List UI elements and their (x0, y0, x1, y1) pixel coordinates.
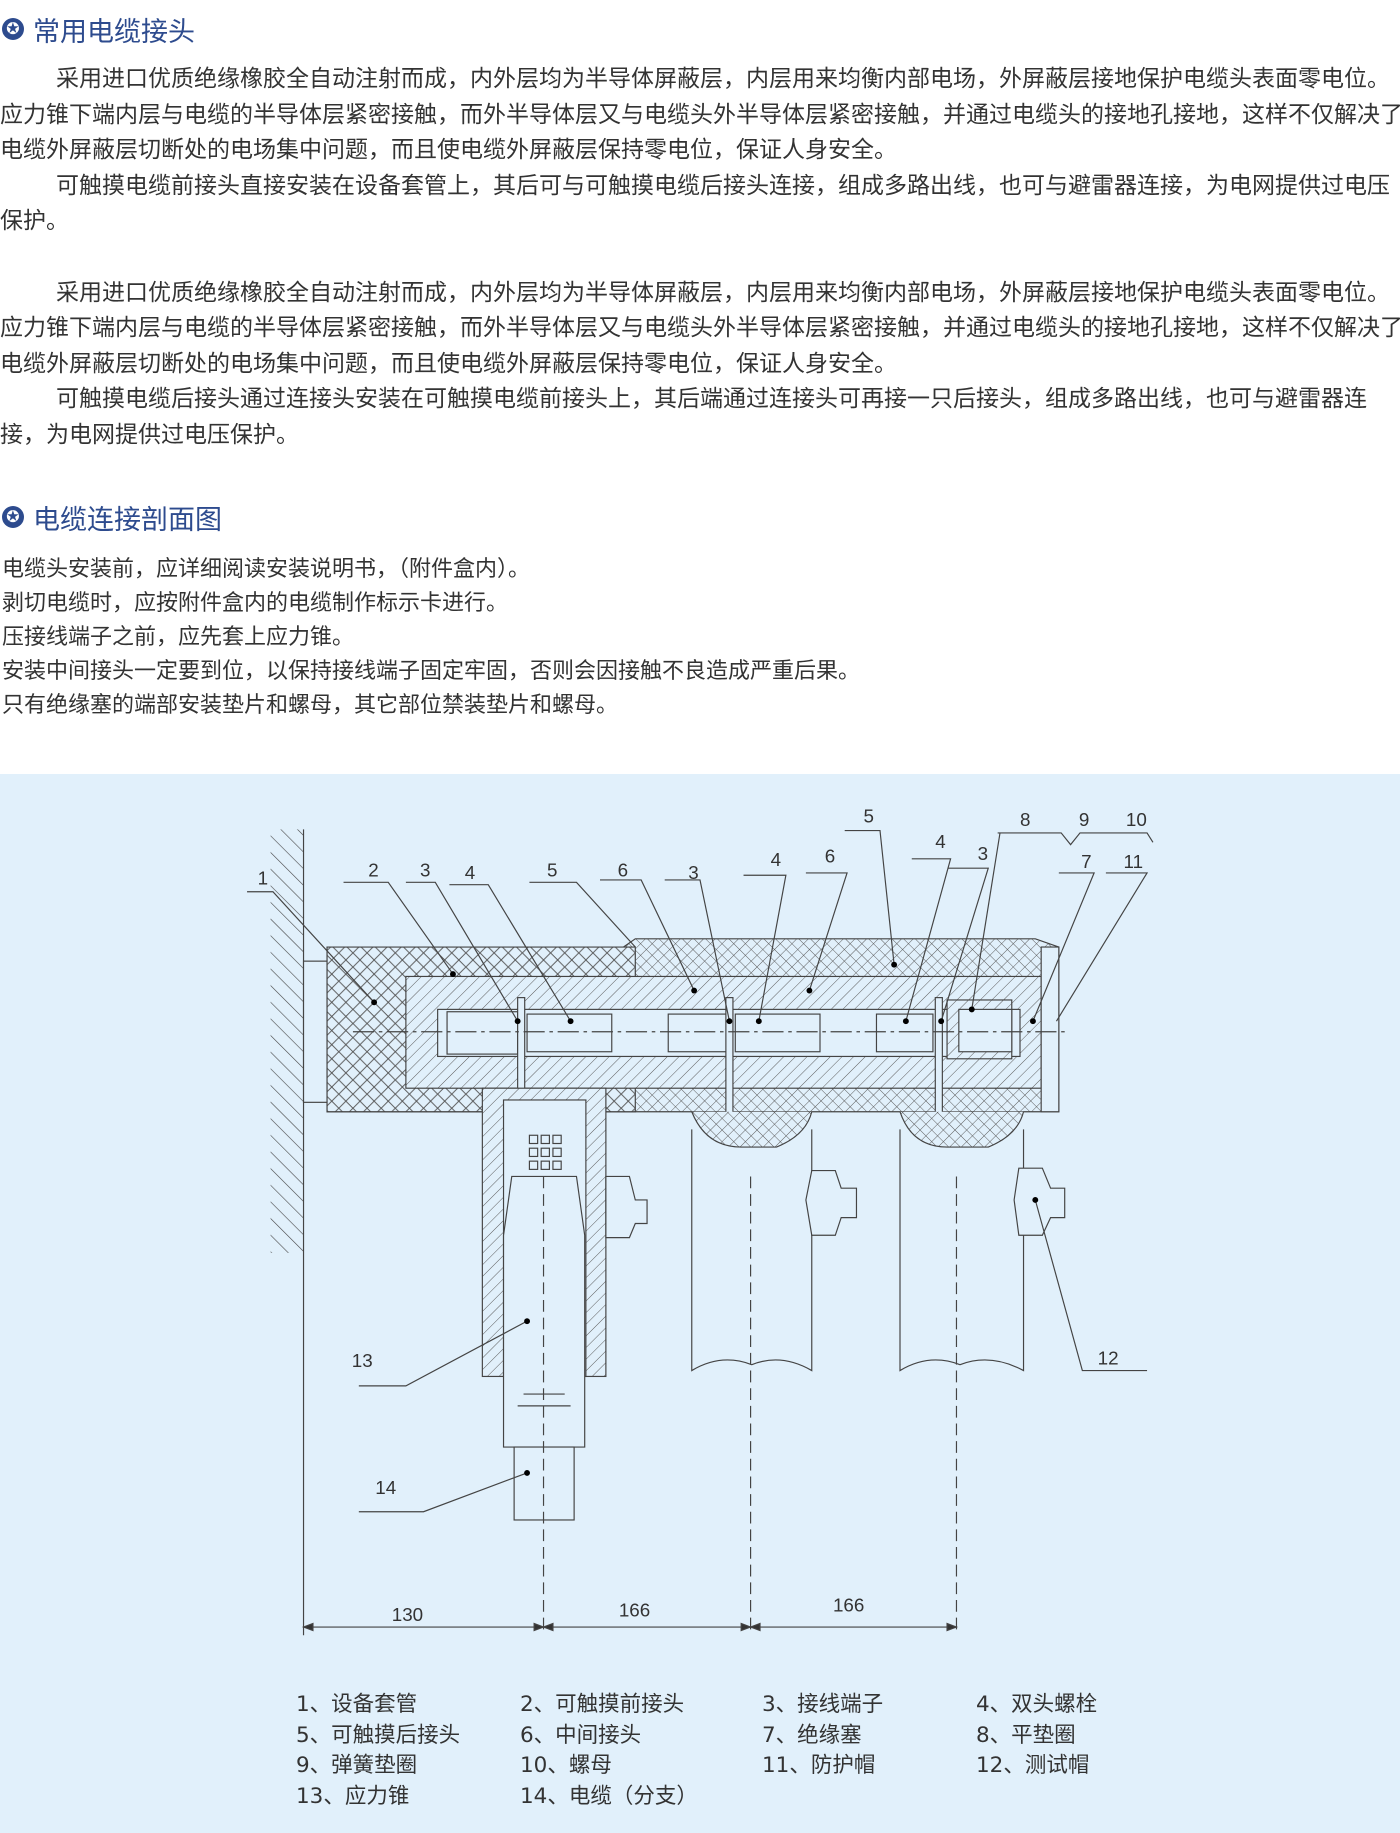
callout-label: 11 (1124, 851, 1144, 872)
callout-label: 5 (547, 859, 557, 880)
callout-label: 4 (465, 862, 475, 883)
paragraph-line: 保护。 (0, 208, 69, 235)
legend-item: 7、绝缘塞 (762, 1723, 862, 1748)
paragraph-line: 可触摸电缆前接头直接安装在设备套管上，其后可与可触摸电缆后接头连接，组成多路出线… (56, 172, 1390, 199)
callout-label: 5 (864, 805, 874, 826)
description-paragraphs: 采用进口优质绝缘橡胶全自动注射而成，内外层均为半导体屏蔽层，内层用来均衡内部电场… (0, 62, 1400, 454)
paragraph-line: 电缆外屏蔽层切断处的电场集中问题，而且使电缆外屏蔽层保持零电位，保证人身安全。 (0, 137, 897, 164)
section-title-text: 电缆连接剖面图 (33, 504, 222, 536)
legend-item: 2、可触摸前接头 (520, 1692, 685, 1717)
callout-label: 4 (935, 831, 945, 852)
callout-labels: 1 2 3 4 5 6 3 4 6 5 4 3 8 9 10 7 11 12 1… (258, 805, 1147, 1498)
legend-item: 4、双头螺栓 (976, 1692, 1098, 1717)
star-circle-icon: ✪ (2, 506, 24, 528)
note-item: 安装中间接头一定要到位，以保持接线端子固定牢固，否则会因接触不良造成严重后果。 (2, 659, 861, 684)
callout-label: 12 (1098, 1348, 1119, 1369)
callout-label: 3 (420, 859, 430, 880)
paragraph-line: 采用进口优质绝缘橡胶全自动注射而成，内外层均为半导体屏蔽层，内层用来均衡内部电场… (56, 66, 1390, 92)
legend-item: 14、电缆（分支） (520, 1784, 698, 1809)
installation-notes: 电缆头安装前，应详细阅读安装说明书，（附件盒内）。 剥切电缆时，应按附件盒内的电… (2, 553, 860, 723)
callout-label: 13 (352, 1350, 373, 1371)
note-item: 剥切电缆时，应按附件盒内的电缆制作标示卡进行。 (2, 591, 509, 616)
section-title-cross-section: ✪ 电缆连接剖面图 (2, 499, 222, 536)
paragraph-line: 接，为电网提供过电压保护。 (0, 421, 299, 448)
legend-item: 1、设备套管 (296, 1692, 418, 1717)
legend-item: 3、接线端子 (762, 1692, 884, 1717)
callout-label: 8 (1020, 809, 1030, 830)
paragraph-line: 应力锥下端内层与电缆的半导体层紧密接触，而外半导体层又与电缆头外半导体层紧密接触… (0, 101, 1400, 128)
legend-item: 8、平垫圈 (976, 1723, 1076, 1748)
callout-label: 9 (1079, 809, 1089, 830)
paragraph-line: 可触摸电缆后接头通过连接头安装在可触摸电缆前接头上，其后端通过连接头可再接一只后… (56, 386, 1367, 413)
note-item: 只有绝缘塞的端部安装垫片和螺母，其它部位禁装垫片和螺母。 (2, 693, 619, 718)
legend-item: 10、螺母 (520, 1753, 612, 1778)
callout-label: 3 (978, 843, 988, 864)
cable-cross-section-drawing: 1 2 3 4 5 6 3 4 6 5 4 3 8 9 10 7 11 12 1… (247, 805, 1154, 1636)
section-title-text: 常用电缆接头 (33, 16, 195, 48)
callout-label: 3 (688, 862, 698, 883)
callout-label: 6 (825, 845, 835, 866)
legend-item: 11、防护帽 (762, 1753, 876, 1778)
legend-item: 9、弹簧垫圈 (296, 1753, 418, 1778)
paragraph-line: 采用进口优质绝缘橡胶全自动注射而成，内外层均为半导体屏蔽层，内层用来均衡内部电场… (56, 279, 1390, 306)
paragraph-line: 应力锥下端内层与电缆的半导体层紧密接触，而外半导体层又与电缆头外半导体层紧密接触… (0, 315, 1400, 342)
note-item: 压接线端子之前，应先套上应力锥。 (2, 625, 355, 650)
dimension-label: 130 (392, 1604, 423, 1625)
section-title-cable-connectors: ✪ 常用电缆接头 (2, 11, 195, 48)
callout-label: 1 (258, 868, 268, 889)
legend-item: 13、应力锥 (296, 1784, 410, 1809)
callout-label: 10 (1126, 809, 1147, 830)
callout-label: 6 (618, 859, 628, 880)
callout-label: 2 (368, 859, 378, 880)
dimension-labels: 130 166 166 (392, 1595, 865, 1625)
wall-hatching (270, 829, 304, 1253)
callout-dots (371, 961, 1039, 1476)
cross-section-diagram-panel: 1 2 3 4 5 6 3 4 6 5 4 3 8 9 10 7 11 12 1… (0, 774, 1400, 1833)
dimension-label: 166 (833, 1595, 864, 1616)
note-item: 电缆头安装前，应详细阅读安装说明书，（附件盒内）。 (2, 557, 531, 582)
paragraph-line: 电缆外屏蔽层切断处的电场集中问题，而且使电缆外屏蔽层保持零电位，保证人身安全。 (0, 350, 897, 377)
dimension-label: 166 (619, 1599, 650, 1620)
blank-line (0, 240, 1400, 276)
callout-label: 7 (1081, 851, 1091, 872)
legend-item: 12、测试帽 (976, 1753, 1090, 1778)
callout-label: 4 (771, 849, 781, 870)
legend-item: 6、中间接头 (520, 1723, 642, 1748)
legend-item: 5、可触摸后接头 (296, 1723, 461, 1748)
star-circle-icon: ✪ (2, 18, 24, 40)
callout-label: 14 (375, 1477, 396, 1498)
